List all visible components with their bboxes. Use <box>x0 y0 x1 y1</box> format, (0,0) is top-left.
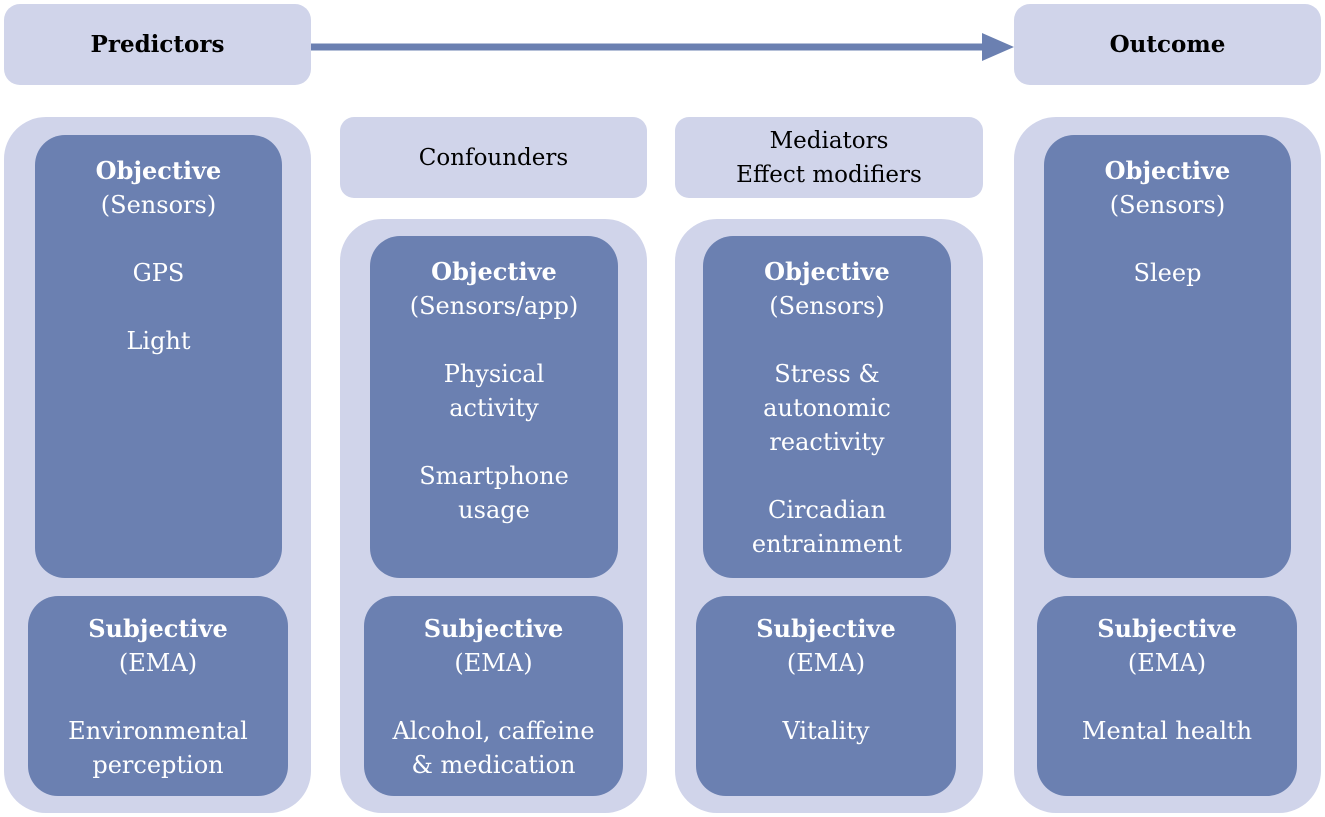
outcome-subjective-subtitle: (EMA) <box>1127 649 1207 677</box>
outcome-header: Outcome <box>1014 4 1321 85</box>
confounders-item-activity: activity <box>449 394 539 422</box>
confounders-item-usage: usage <box>458 496 530 524</box>
predictors-subjective-box: Subjective (EMA) Environmental perceptio… <box>28 596 288 796</box>
mediators-item-reactivity: reactivity <box>769 428 885 456</box>
confounders-subjective-box: Subjective (EMA) Alcohol, caffeine & med… <box>364 596 623 796</box>
mediators-item-stress: Stress & <box>774 360 880 388</box>
confounders-item-medication: & medication <box>411 751 576 779</box>
outcome-objective-box: Objective (Sensors) Sleep <box>1044 135 1291 578</box>
outcome-subjective-title: Subjective <box>1097 614 1237 643</box>
predictors-objective-subtitle: (Sensors) <box>100 191 217 219</box>
confounders-objective-subtitle: (Sensors/app) <box>409 292 579 320</box>
predictors-subjective-title: Subjective <box>88 614 228 643</box>
outcome-header-label: Outcome <box>1109 31 1226 58</box>
mediators-header-label: Mediators <box>769 127 889 154</box>
mediators-objective-box: Objective (Sensors) Stress & autonomic r… <box>703 236 951 578</box>
mediators-item-autonomic: autonomic <box>763 394 891 422</box>
outcome-subjective-box: Subjective (EMA) Mental health <box>1037 596 1297 796</box>
predictors-header: Predictors <box>4 4 311 85</box>
mediators-item-circadian: Circadian <box>767 496 887 524</box>
mediators-item-entrainment: entrainment <box>751 530 903 558</box>
predictors-to-outcome-arrow <box>311 33 1014 61</box>
outcome-item-sleep: Sleep <box>1133 259 1202 287</box>
confounders-item-smartphone: Smartphone <box>419 462 569 490</box>
mediators-header: Mediators Effect modifiers <box>675 117 983 198</box>
confounders-item-physical: Physical <box>443 360 545 388</box>
confounders-subjective-subtitle: (EMA) <box>454 649 533 677</box>
confounders-header: Confounders <box>340 117 647 198</box>
confounders-objective-box: Objective (Sensors/app) Physical activit… <box>370 236 618 578</box>
mediators-objective-subtitle: (Sensors) <box>769 292 885 320</box>
mediators-item-vitality: Vitality <box>782 717 870 745</box>
predictors-header-label: Predictors <box>90 31 225 58</box>
confounders-header-label: Confounders <box>418 144 569 171</box>
confounders-item-alcohol-caffeine: Alcohol, caffeine <box>392 717 595 745</box>
mediators-subjective-title: Subjective <box>756 614 896 643</box>
confounders-subjective-title: Subjective <box>423 614 564 643</box>
predictors-item-environmental: Environmental <box>68 717 248 745</box>
predictors-item-light: Light <box>126 327 191 355</box>
confounders-objective-title: Objective <box>431 257 557 286</box>
predictors-item-gps: GPS <box>132 259 185 287</box>
outcome-objective-subtitle: (Sensors) <box>1109 191 1226 219</box>
outcome-objective-title: Objective <box>1104 156 1231 185</box>
effect-modifiers-header-label: Effect modifiers <box>736 161 922 188</box>
predictors-subjective-subtitle: (EMA) <box>118 649 198 677</box>
predictors-objective-title: Objective <box>95 156 222 185</box>
predictors-objective-box: Objective (Sensors) GPS Light <box>35 135 282 578</box>
mediators-subjective-subtitle: (EMA) <box>786 649 866 677</box>
mediators-objective-title: Objective <box>764 257 890 286</box>
predictors-item-perception: perception <box>92 751 224 779</box>
mediators-subjective-box: Subjective (EMA) Vitality <box>696 596 956 796</box>
outcome-item-mental-health: Mental health <box>1081 717 1253 745</box>
